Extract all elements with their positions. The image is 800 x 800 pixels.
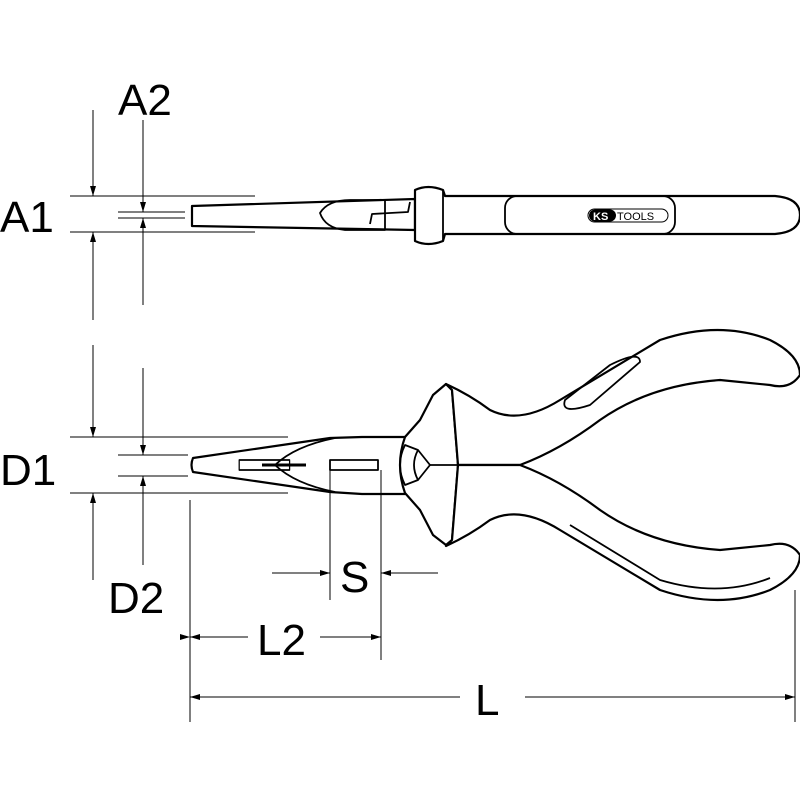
ks-tools-logo: KS TOOLS: [587, 208, 669, 223]
top-view-dimension-lines: [70, 110, 255, 320]
label-a1: A1: [0, 193, 54, 242]
label-s: S: [340, 553, 369, 602]
side-view-dimension-lines: [70, 345, 796, 722]
logo-ks: KS: [593, 211, 608, 223]
label-a2: A2: [118, 76, 172, 125]
side-view-pliers: [190, 328, 800, 602]
label-l2: L2: [257, 616, 306, 665]
top-view-pliers: KS TOOLS: [190, 185, 800, 246]
label-d1: D1: [0, 446, 56, 495]
label-d2: D2: [108, 574, 164, 623]
label-l: L: [475, 676, 499, 725]
logo-tools: TOOLS: [617, 211, 654, 223]
